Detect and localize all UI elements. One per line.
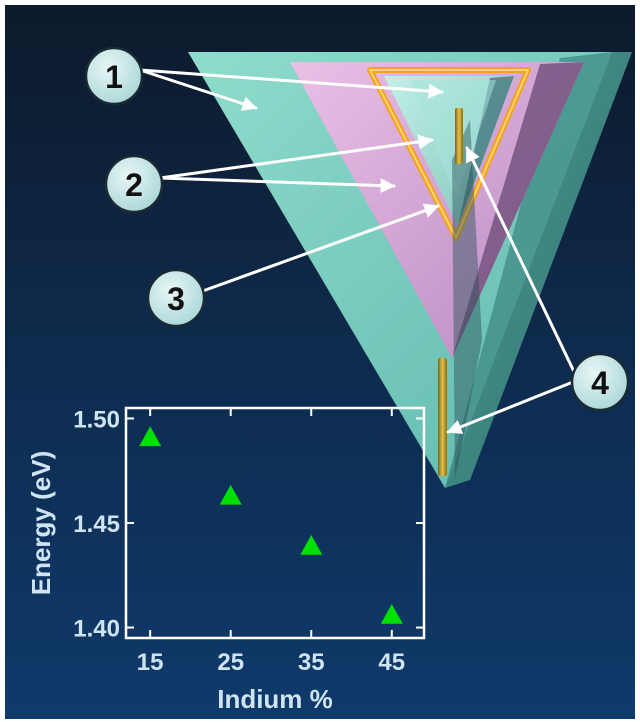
arrow-2b — [158, 176, 396, 194]
arrow-1a — [138, 68, 444, 99]
core — [410, 80, 496, 200]
arrow-4a — [465, 146, 580, 382]
x-axis-label: Indium % — [217, 684, 333, 714]
y-tick-label: 1.50 — [73, 406, 120, 433]
y-tick-label: 1.40 — [73, 616, 120, 643]
data-point-triangle — [300, 535, 323, 555]
arrow-1b — [138, 68, 258, 111]
callout-4: 4 — [570, 352, 630, 412]
callout-2: 2 — [104, 154, 164, 214]
energy-vs-indium-chart: 1.40 1.45 1.50 15 25 35 45 Energy (eV) Indium… — [26, 406, 426, 714]
x-tick-label: 15 — [137, 649, 164, 676]
data-points — [139, 426, 403, 624]
arrow-4b — [446, 378, 580, 434]
x-tick-label: 45 — [378, 649, 405, 676]
y-tick-label: 1.45 — [73, 511, 120, 538]
data-point-triangle — [139, 426, 162, 447]
callout-3-label: 3 — [167, 281, 185, 317]
callout-3-circle — [146, 268, 206, 328]
y-axis-label: Energy (eV) — [26, 451, 56, 596]
callout-3: 3 — [146, 268, 206, 328]
data-point-triangle — [219, 484, 242, 505]
data-point-triangle — [380, 604, 403, 624]
y-ticks: 1.40 1.45 1.50 — [73, 406, 424, 643]
pink-shell-facet — [452, 62, 584, 358]
x-tick-label: 25 — [217, 649, 244, 676]
outer-shell-inner-facet — [445, 52, 612, 488]
x-tick-label: 35 — [298, 649, 325, 676]
nanowire-segment-bottom — [438, 358, 447, 476]
outer-shell-side — [445, 52, 632, 488]
callout-1-label: 1 — [105, 59, 123, 95]
callout-2-circle — [104, 154, 164, 214]
x-ticks: 15 25 35 45 — [137, 408, 405, 676]
callout-2-label: 2 — [125, 167, 143, 203]
callout-1: 1 — [84, 46, 144, 106]
arrow-3 — [198, 203, 440, 294]
arrow-2a — [158, 134, 434, 180]
inner-shell-facet — [458, 76, 514, 226]
arrows — [138, 68, 580, 434]
callout-4-label: 4 — [591, 365, 609, 401]
callout-4-circle — [570, 352, 630, 412]
nanowire-segment-top — [455, 108, 463, 164]
center-shadow — [452, 120, 482, 480]
nanowire-structure — [188, 52, 632, 488]
callout-1-circle — [84, 46, 144, 106]
quantum-well-glow — [369, 69, 529, 239]
